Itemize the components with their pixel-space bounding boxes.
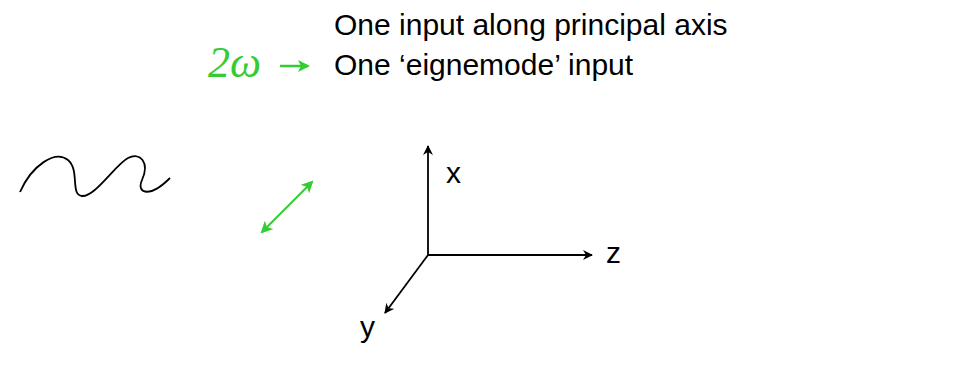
direction-arrow [280, 65, 308, 68]
x-axis [427, 146, 429, 255]
z-axis [428, 254, 592, 256]
note-text: One input along principal axis [334, 8, 728, 43]
axis-label: y [360, 310, 375, 345]
note-text: One ‘eignemode’ input [334, 48, 633, 83]
polarization-arrow [262, 182, 312, 232]
y-axis [385, 255, 428, 313]
axis-label: z [606, 236, 621, 271]
axis-label: x [446, 156, 461, 191]
frequency-label: 2ω [208, 38, 261, 89]
wave [20, 156, 170, 196]
